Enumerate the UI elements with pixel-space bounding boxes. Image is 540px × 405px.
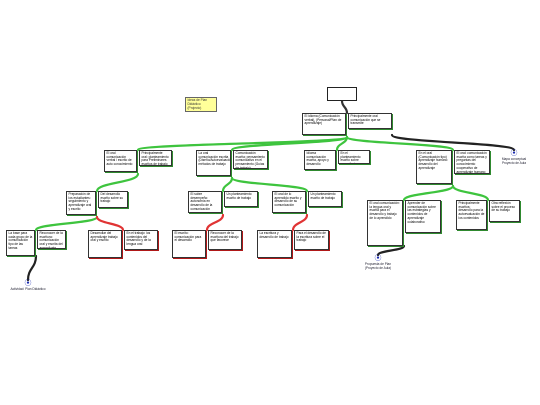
node-text-secondary: Otra reflexión sobre el proceso de su tr…: [489, 200, 520, 222]
node-text-secondary: Principalmente oral comunicación que se …: [348, 113, 392, 129]
shortcut-link[interactable]: ⦿Mapa conceptual Proyecto de Aula: [496, 150, 532, 166]
node-text-secondary: En el planteamiento escrito sobre aprend…: [338, 150, 370, 164]
shortcut-label: Actividad: Plan Didáctico: [10, 287, 46, 291]
note-text: Ideas de Plan Didáctico (Projecto): [187, 98, 208, 110]
shortcut-label: Mapa conceptual Proyecto de Aula: [501, 157, 527, 165]
connector-b3: [335, 135, 349, 152]
globe-icon: ⦿: [510, 150, 518, 157]
globe-icon: ⦿: [24, 280, 32, 287]
map-node-c4[interactable]: El oral comunicación: la lengua oral y e…: [367, 200, 451, 250]
node-text-primary: El oral comunicación verbal / escrito de…: [104, 150, 137, 172]
map-node-d3[interactable]: El escrito: comunicación para el desarro…: [172, 230, 252, 262]
node-text-secondary: Aprender de comunicación sobre las estra…: [405, 200, 441, 233]
map-node-c1[interactable]: Preparación de los estudiantes: seguimie…: [66, 191, 138, 219]
shortcut-link[interactable]: ⦿Propuesta de Plan (Proyecto de Aula): [360, 255, 396, 271]
connector-c3: [230, 176, 309, 193]
node-text-secondary: Reconocer de la escritura del trabajo qu…: [208, 230, 242, 250]
node-text-primary: El sobre desempeño: autonomía en desarro…: [188, 191, 222, 213]
map-node-b2[interactable]: La oral comunicación escrita (Diseño/Aut…: [196, 150, 278, 180]
map-node-c2[interactable]: El sobre desempeño: autonomía en desarro…: [188, 191, 268, 217]
connector-b2: [230, 135, 349, 152]
connector-shortcut: [26, 254, 38, 282]
map-node-c3[interactable]: El oral de lo aprendido escrito y desarr…: [272, 191, 352, 217]
root-node[interactable]: [327, 87, 357, 101]
connector-d2: [95, 215, 125, 232]
globe-icon: ⦿: [374, 255, 382, 262]
shortcut-label: Propuesta de Plan (Proyecto de Aula): [364, 262, 392, 270]
connector-d3: [205, 213, 225, 232]
connector-c5: [451, 184, 490, 202]
sticky-note[interactable]: Ideas de Plan Didáctico (Projecto): [185, 97, 217, 112]
connector-d1: [34, 215, 99, 232]
node-text-primary: Desarrollar del aprendizaje trabajo oral…: [88, 230, 122, 258]
node-text-secondary: Principalmente oral: planteamiento para …: [139, 150, 172, 166]
node-text-secondary: Reconocer de la escritura: comunicación …: [37, 230, 66, 249]
connector-c4: [402, 184, 455, 202]
connector-root: [340, 99, 349, 115]
connector-b4: [345, 135, 455, 152]
connector-shortcut: [390, 133, 516, 152]
map-node-b4[interactable]: En el oral (Comunicación tipo) aprendiza…: [416, 150, 500, 188]
node-text-primary: La base para cada grupo de la comunicaci…: [6, 230, 35, 256]
connector-c1: [95, 172, 140, 193]
node-text-secondary: En el trabajo: los contenidos del desarr…: [124, 230, 158, 250]
map-node-b3[interactable]: Idioma comunicación escrita, apoyo y des…: [304, 150, 380, 174]
node-text-primary: Idioma comunicación escrita, apoyo y des…: [304, 150, 336, 170]
node-text-primary: El oral comunicación: la lengua oral y e…: [367, 200, 403, 246]
node-text-secondary: Del desarrollo escrito sobre su trabajo: [98, 191, 128, 208]
node-text-secondary: Un planteamiento escrito de trabajo: [224, 191, 258, 207]
map-node-a1[interactable]: El idioma (Comunicación verbal), (Person…: [302, 113, 402, 139]
node-text-primary: Principalmente escritos: desarrollo para…: [456, 200, 487, 230]
node-text-primary: La escritura y desarrollo de trabajo: [257, 230, 292, 258]
node-text-secondary: Un planteamiento escrito de trabajo: [308, 191, 342, 207]
map-node-b1[interactable]: El oral comunicación verbal / escrito de…: [104, 150, 182, 176]
shortcut-link[interactable]: ⦿Actividad: Plan Didáctico: [10, 280, 46, 292]
node-text-secondary: Para el desarrollo de la escritura sobre…: [294, 230, 329, 250]
connector-shortcut: [376, 244, 406, 257]
node-text-primary: Preparación de los estudiantes: seguimie…: [66, 191, 96, 215]
node-text-primary: El idioma (Comunicación verbal), (Person…: [302, 113, 346, 135]
node-text-primary: La oral comunicación escrita (Diseño/Aut…: [196, 150, 231, 176]
map-node-c5[interactable]: Principalmente escritos: desarrollo para…: [456, 200, 530, 234]
node-text-primary: En el oral (Comunicación tipo) aprendiza…: [416, 150, 452, 184]
node-text-primary: El escrito: comunicación para el desarro…: [172, 230, 206, 258]
map-node-d2[interactable]: Desarrollar del aprendizaje trabajo oral…: [88, 230, 168, 262]
node-text-secondary: Comunicación escrita: pensamiento comuni…: [233, 150, 268, 169]
connector-d4: [291, 213, 309, 232]
node-text-secondary: El oral: comunicación escrita como tarea…: [454, 150, 490, 174]
node-text-primary: El oral de lo aprendido escrito y desarr…: [272, 191, 306, 213]
map-node-d1[interactable]: La base para cada grupo de la comunicaci…: [6, 230, 76, 260]
